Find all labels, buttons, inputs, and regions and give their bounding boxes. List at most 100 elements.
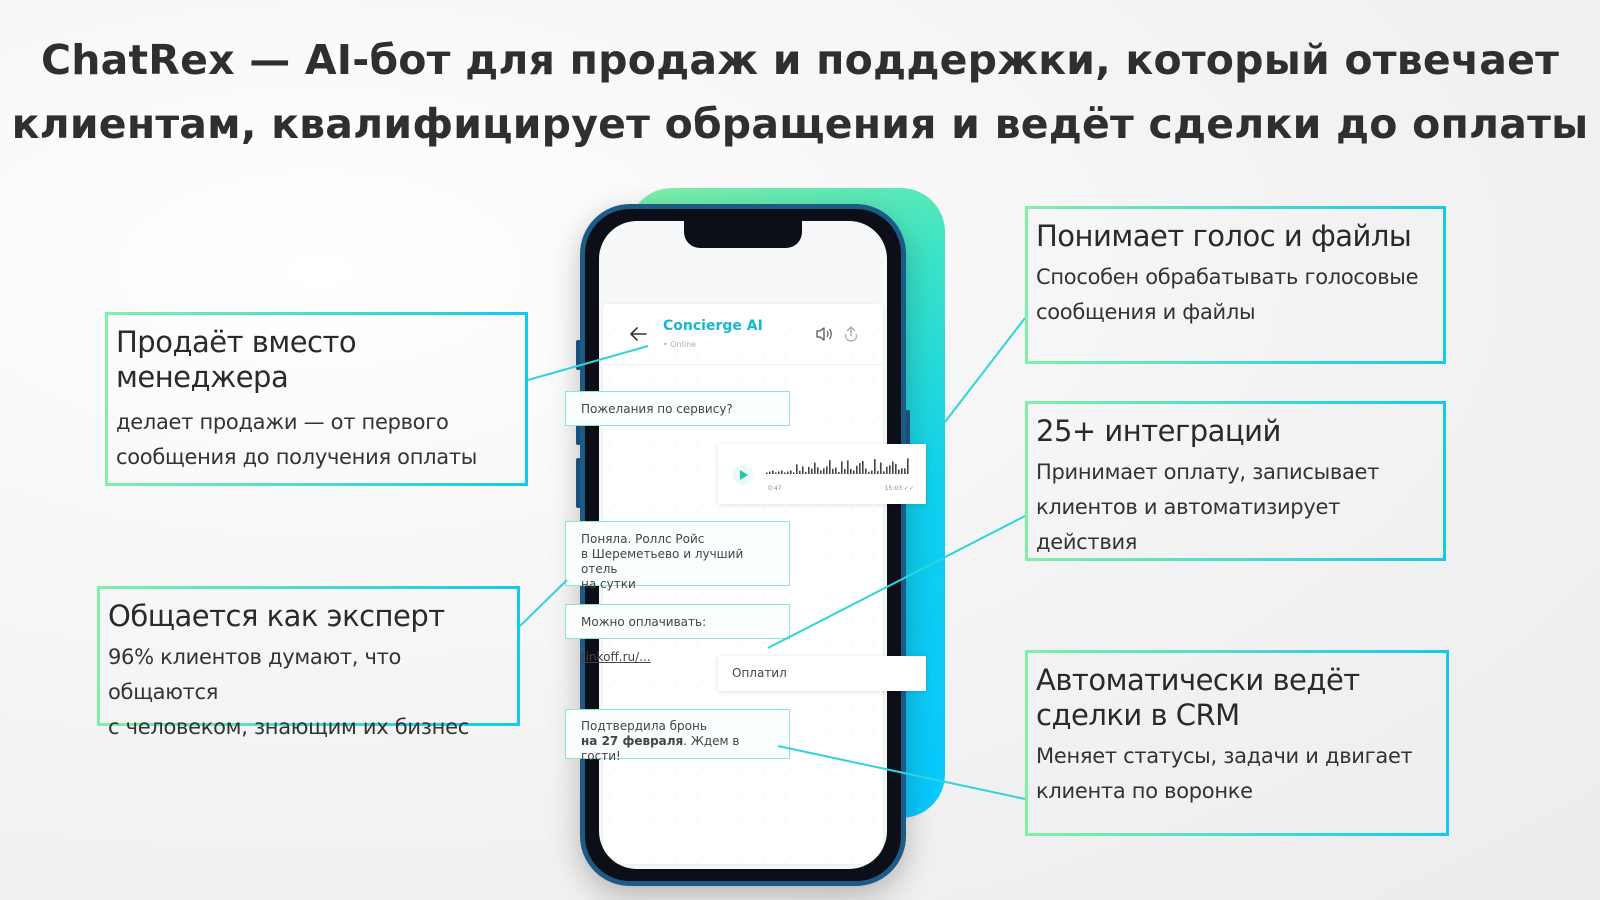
waveform-bar <box>814 462 816 474</box>
waveform-bar <box>877 471 879 474</box>
callout-integrations: 25+ интеграций Принимает оплату, записыв… <box>1025 401 1446 561</box>
callout-voice-files: Понимает голос и файлы Способен обрабаты… <box>1025 206 1446 364</box>
waveform-bar <box>874 459 876 474</box>
chat-message-bot: Пожелания по сервису? <box>565 391 790 426</box>
callout-title: 25+ интеграций <box>1036 414 1281 448</box>
waveform-bar <box>862 461 864 474</box>
waveform-bar <box>817 467 819 474</box>
callout-description-line: сообщения и файлы <box>1036 300 1256 324</box>
waveform-bar <box>772 470 774 474</box>
waveform-bar <box>892 461 894 474</box>
waveform-bar <box>850 469 852 474</box>
chat-message-user: Оплатил <box>718 656 926 691</box>
waveform-bar <box>784 472 786 474</box>
waveform-bar <box>895 463 897 474</box>
chat-message-bot: Поняла. Роллс Ройс в Шереметьево и лучши… <box>565 521 790 591</box>
waveform-bar <box>835 467 837 474</box>
voice-message-duration: 0:47 <box>768 485 782 492</box>
callout-description-line: сообщения до получения оплаты <box>116 445 478 469</box>
callout-title-line: сделки в CRM <box>1036 698 1240 732</box>
chat-message-text: Можно оплачивать: <box>581 615 707 629</box>
chat-message-text: Пожелания по сервису? <box>581 402 733 416</box>
chat-message-text: Подтвердила бронь <box>581 719 707 733</box>
headline-line-2: клиентам, квалифицирует обращения и ведё… <box>11 100 1589 148</box>
chat-status: • Online <box>663 340 697 349</box>
connector-line-expert <box>519 579 568 627</box>
waveform-bar <box>898 469 900 474</box>
waveform-bar <box>865 468 867 474</box>
waveform-bar <box>838 471 840 474</box>
callout-description: Способен обрабатывать голосовые сообщени… <box>1036 260 1435 330</box>
chat-title: Concierge AI <box>663 318 763 334</box>
chat-message-bot: Подтвердила бронь на 27 февраля. Ждем в … <box>565 709 790 763</box>
callout-description-line: Способен обрабатывать голосовые <box>1036 265 1419 289</box>
waveform-bar <box>769 471 771 474</box>
waveform-bar <box>787 471 789 474</box>
callout-description-line: с человеком, знающим их бизнес <box>108 715 469 739</box>
waveform-bar <box>847 460 849 474</box>
waveform-bar <box>907 458 909 474</box>
waveform-bar <box>775 472 777 474</box>
waveform-bar <box>904 468 906 474</box>
waveform-bar <box>823 468 825 474</box>
waveform-bar <box>811 468 813 474</box>
chat-message-text: Поняла. Роллс Ройс <box>581 532 705 546</box>
chat-message-bold-date: на 27 февраля <box>581 734 684 748</box>
share-icon[interactable] <box>843 325 859 343</box>
connector-line-voice <box>944 317 1026 423</box>
callout-description: делает продажи — от первого сообщения до… <box>116 405 517 475</box>
waveform-bar <box>799 470 801 474</box>
waveform-bar <box>793 472 795 474</box>
play-icon[interactable] <box>732 464 754 486</box>
waveform-bar <box>856 465 858 474</box>
callout-title: Автоматически ведёт сделки в CRM <box>1036 663 1438 733</box>
back-arrow-icon[interactable] <box>629 326 647 342</box>
waveform-bar <box>790 470 792 474</box>
waveform-bar <box>859 463 861 474</box>
voice-message[interactable]: 0:47 15:03 ✓✓ <box>718 444 926 504</box>
callout-crm: Автоматически ведёт сделки в CRM Меняет … <box>1025 650 1449 836</box>
phone-volume-down-button <box>576 458 581 508</box>
waveform-bar <box>844 469 846 474</box>
payment-link[interactable]: tinkoff.ru/... <box>581 650 651 664</box>
callout-description-line: клиента по воронке <box>1036 779 1253 803</box>
waveform-bar <box>853 470 855 474</box>
callout-description-line: клиентов и автоматизирует действия <box>1036 495 1341 554</box>
callout-description-line: 96% клиентов думают, что общаются <box>108 645 402 704</box>
waveform-bar <box>883 471 885 474</box>
chat-header: Concierge AI • Online <box>603 304 883 365</box>
phone-notch <box>684 221 802 248</box>
chat-message-text: в Шереметьево и лучший отель <box>581 547 744 576</box>
callout-description: 96% клиентов думают, что общаются с чело… <box>108 640 509 745</box>
waveform-bar <box>796 464 798 474</box>
callout-sales: Продаёт вместо менеджера делает продажи … <box>105 312 528 486</box>
waveform-bar <box>871 470 873 474</box>
waveform-bar <box>901 468 903 474</box>
callout-description-line: делает продажи — от первого <box>116 410 449 434</box>
waveform-bar <box>826 466 828 474</box>
callout-expert: Общается как эксперт 96% клиентов думают… <box>97 586 520 739</box>
callout-description: Принимает оплату, записывает клиентов и … <box>1036 455 1435 560</box>
callout-title: Продаёт вместо менеджера <box>116 325 517 395</box>
page-headline: ChatRex — AI-бот для продаж и поддержки,… <box>0 28 1600 156</box>
waveform-bar <box>886 466 888 474</box>
waveform-bar <box>766 472 768 474</box>
callout-title-line: менеджера <box>116 360 289 394</box>
waveform-icon <box>766 458 909 474</box>
waveform-bar <box>805 471 807 474</box>
callout-description: Меняет статусы, задачи и двигает клиента… <box>1036 739 1438 809</box>
chat-message-text: Оплатил <box>732 666 787 680</box>
chat-message-text: на сутки <box>581 577 636 591</box>
callout-title: Понимает голос и файлы <box>1036 219 1412 253</box>
waveform-bar <box>781 470 783 474</box>
waveform-bar <box>778 471 780 474</box>
waveform-bar <box>808 466 810 474</box>
callout-title-line: Автоматически ведёт <box>1036 663 1360 697</box>
headline-line-1: ChatRex — AI-бот для продаж и поддержки,… <box>40 36 1560 84</box>
waveform-bar <box>832 468 834 474</box>
voice-message-timestamp: 15:03 ✓✓ <box>884 485 914 492</box>
callout-title-line: Продаёт вместо <box>116 325 357 359</box>
speaker-icon[interactable] <box>815 326 833 342</box>
waveform-bar <box>868 471 870 474</box>
waveform-bar <box>820 470 822 474</box>
